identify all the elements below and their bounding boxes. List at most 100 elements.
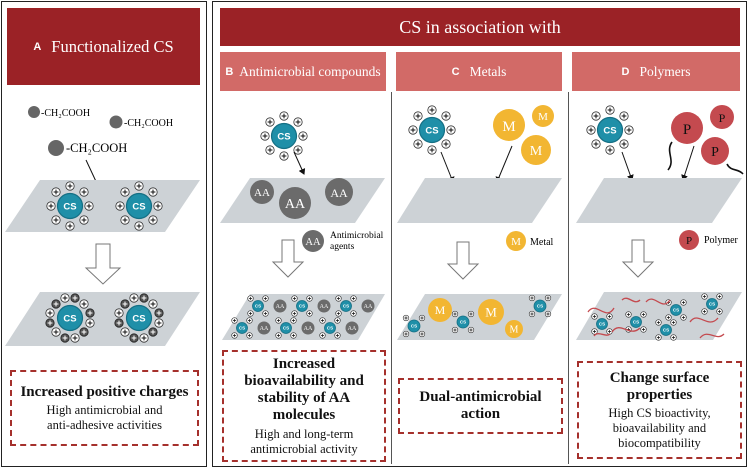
polymer-label: P (711, 145, 719, 160)
surface-c-top (397, 178, 562, 223)
metal-small: M (478, 299, 504, 325)
svg-text:CS: CS (673, 308, 679, 313)
association-header: CS in association with (220, 8, 740, 46)
svg-text:CS: CS (633, 320, 639, 325)
aa-label: AA (254, 187, 270, 199)
metal-label: M (502, 119, 515, 135)
result-a-desc-1: High antimicrobial and (46, 402, 163, 417)
panel-a-letter: A (33, 40, 42, 53)
aa-agent-small: AA (257, 321, 271, 335)
cs-particle-small: CS (451, 310, 475, 334)
down-arrow-a (84, 243, 122, 285)
result-box-b: Increased bioavailability and stability … (222, 350, 386, 462)
cs-particle-d-free: CS (586, 105, 634, 155)
result-b-title-1: Increased (272, 355, 336, 372)
down-arrow-b (271, 239, 305, 278)
down-arrow-c (446, 241, 480, 280)
svg-text:AA: AA (304, 326, 313, 332)
aa-legend-label-1: Antimicrobial (330, 231, 384, 241)
svg-text:CS: CS (277, 132, 290, 143)
metal-label: M (530, 144, 543, 159)
panel-a-title: Functionalized CS (51, 36, 174, 56)
polymer-chain (689, 317, 719, 323)
cs-particle-small: CS (528, 294, 552, 318)
cs-particle-small: CS (319, 317, 341, 339)
polymer-label: P (683, 122, 691, 138)
svg-text:CS: CS (460, 320, 466, 325)
metal-small: M (428, 298, 452, 322)
cs-particle-small: CS (665, 299, 687, 321)
svg-text:CS: CS (239, 326, 245, 331)
panel-c-letter: C (451, 65, 460, 78)
divider-c-d (568, 92, 569, 464)
polymer-chain (645, 298, 671, 305)
svg-text:CS: CS (411, 324, 417, 329)
result-box-c: Dual-antimicrobial action (398, 378, 563, 434)
result-d-desc-3: biocompatibility (618, 435, 701, 450)
cs-particle-a2: CS (115, 181, 163, 231)
panel-c-header: C Metals (396, 52, 562, 91)
svg-text:CS: CS (283, 326, 289, 331)
svg-text:CS: CS (132, 202, 145, 213)
cs-polymer-mixture-d: CS CS CS CS CS (587, 293, 725, 341)
cs-particle-a3: CS (45, 293, 95, 343)
down-arrow-d (621, 239, 655, 278)
aa-agent-small: AA (301, 321, 315, 335)
surface-a-bottom (5, 292, 200, 346)
result-d-title-2: properties (626, 386, 693, 403)
result-box-a: Increased positive charges High antimicr… (10, 370, 199, 446)
panel-a-header: A Functionalized CS (7, 8, 200, 85)
carboxyl-label-3: -CH₂COOH (66, 141, 127, 155)
carboxyl-dot-1 (28, 106, 40, 118)
metal-legend-label: Metal (530, 237, 554, 248)
surface-d-top (576, 178, 742, 223)
arrow-c-1 (440, 151, 455, 183)
arrow-d-2 (681, 145, 695, 181)
panel-b-title: Antimicrobial compounds (239, 63, 381, 79)
arrow-b-1 (293, 151, 306, 175)
aa-agent-small: AA (345, 321, 359, 335)
carboxyl-label-2: -CH₂COOH (124, 118, 173, 129)
svg-text:CS: CS (63, 314, 76, 325)
cs-particle-c-free: CS (408, 105, 456, 155)
carboxyl-dot-2 (109, 115, 123, 129)
result-c-title-1: Dual-antimicrobial (419, 389, 542, 405)
carboxyl-label-1: -CH₂COOH (41, 108, 90, 119)
aa-agent-small: AA (317, 299, 331, 313)
polymer-chain (593, 333, 611, 337)
polymer-label: P (719, 111, 726, 125)
cs-particle-small: CS (625, 311, 647, 333)
aa-agents-top: AA AA AA (250, 178, 353, 219)
svg-text:CS: CS (255, 304, 261, 309)
svg-text:M: M (435, 303, 446, 317)
svg-text:AA: AA (348, 326, 357, 332)
polymer-chain (699, 333, 725, 339)
metal-label: M (511, 236, 521, 248)
cs-particle-a1: CS (46, 181, 94, 231)
polymer-chain (621, 297, 641, 303)
panel-c-title: Metals (469, 63, 507, 79)
cs-particle-b-free: CS (260, 111, 308, 161)
polymers-top: P P P (667, 105, 744, 175)
polymer-label: P (686, 235, 692, 247)
cs-particle-small: CS (701, 293, 723, 315)
cs-particle-small: CS (291, 295, 313, 317)
metal-small: M (505, 320, 523, 338)
panel-b-header: B Antimicrobial compounds (220, 52, 386, 91)
svg-text:CS: CS (299, 304, 305, 309)
carboxymethyl-groups: -CH₂COOH -CH₂COOH -CH₂COOH (28, 106, 173, 156)
svg-text:M: M (485, 305, 497, 320)
panel-d-letter: D (621, 65, 630, 78)
cs-particle-small: CS (275, 317, 297, 339)
panel-d-header: D Polymers (572, 52, 740, 91)
cs-particle-small: CS (591, 313, 613, 335)
aa-agent-small: AA (361, 299, 375, 313)
cs-particle-small: CS (402, 314, 426, 338)
cs-particle-a4: CS (114, 293, 164, 343)
aa-label: AA (285, 197, 306, 212)
aa-legend-label-2: agents (330, 242, 355, 252)
cs-particle-small: CS (655, 319, 677, 341)
result-a-title: Increased positive charges (20, 383, 189, 400)
